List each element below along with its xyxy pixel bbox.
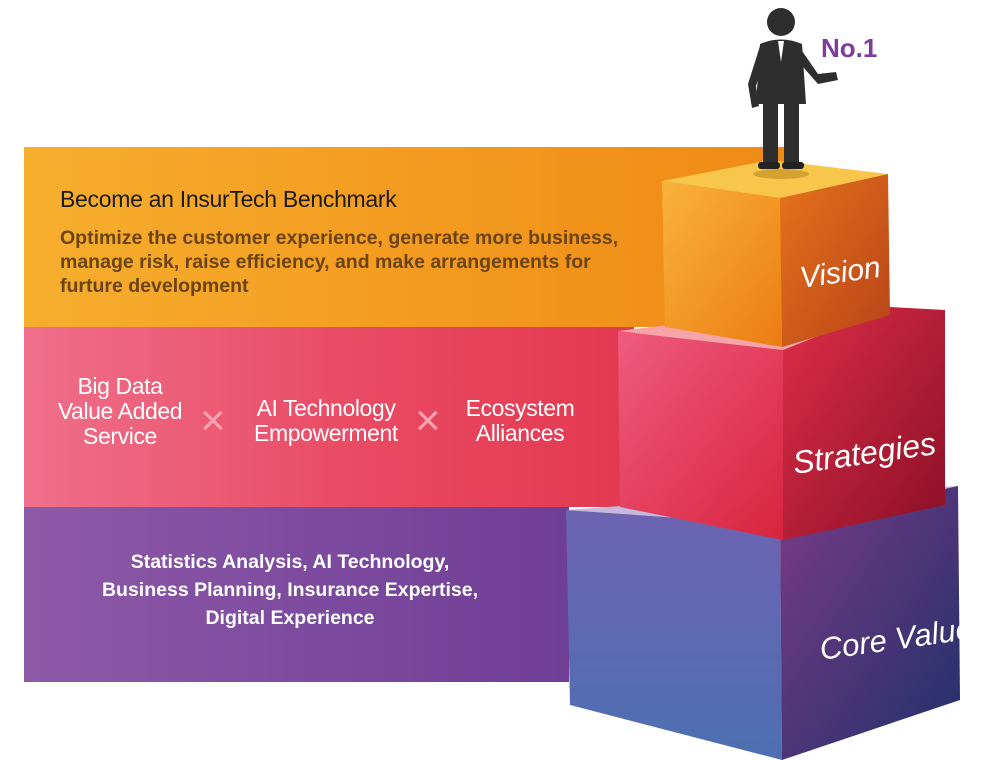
strategy-ecosystem-line: Alliances (475, 420, 565, 446)
strategy-big-data-line: Value Added (57, 398, 183, 424)
no1-badge: No.1 (821, 33, 878, 63)
strategy-ai-technology: AI Technology Empowerment (236, 396, 416, 446)
strategies-cube-front (618, 331, 783, 540)
core-values-line: Business Planning, Insurance Expertise, (101, 579, 479, 601)
strategy-big-data-line: Service (83, 423, 157, 449)
strategy-ecosystem: Ecosystem Alliances (450, 396, 590, 446)
strategy-big-data-line: Big Data (77, 373, 163, 399)
vision-cube-side (780, 174, 890, 347)
vision-cube-top (662, 160, 888, 198)
vision-description: Optimize the customer experience, genera… (60, 227, 619, 297)
multiply-icon: × (415, 396, 441, 445)
strategy-ai-line: Empowerment (254, 420, 398, 446)
person-figure-icon (748, 8, 838, 179)
core-values-band (24, 507, 569, 682)
core-values-line: Statistics Analysis, AI Technology, (130, 551, 450, 573)
strategy-ai-line: AI Technology (256, 395, 396, 421)
vision-cube (662, 160, 890, 347)
strategy-ecosystem-line: Ecosystem (465, 395, 575, 421)
vision-band (24, 147, 784, 327)
strategy-big-data: Big Data Value Added Service (40, 374, 200, 449)
core-values-cube-front (566, 510, 782, 760)
vision-title: Become an InsurTech Benchmark (60, 186, 397, 212)
strategies-band (24, 327, 634, 507)
core-values-cube-side (780, 486, 960, 760)
vision-cube-front (662, 181, 782, 347)
multiply-icon: × (200, 396, 226, 445)
strategies-cube-side (783, 307, 945, 540)
core-values-description: Statistics Analysis, AI Technology, Busi… (50, 548, 530, 632)
core-values-line: Digital Experience (205, 607, 375, 629)
